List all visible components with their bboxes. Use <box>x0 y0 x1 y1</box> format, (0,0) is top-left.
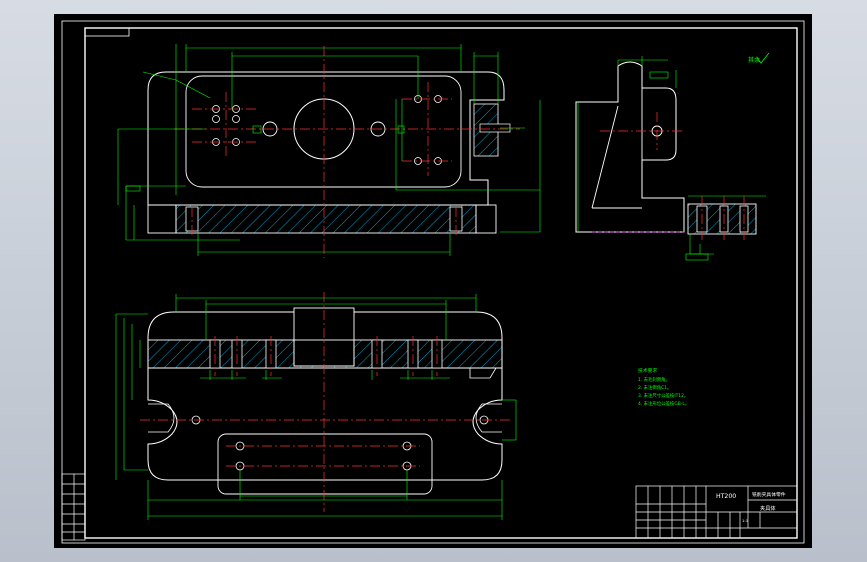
notes-line-2: 2. 未注倒角C1。 <box>638 384 671 391</box>
side-view <box>575 56 766 261</box>
roughness-symbol: 其余 <box>748 52 770 64</box>
title-block-part-name: 铣削夹具体零件 <box>752 491 786 498</box>
notes-line-4: 4. 未注形位公差按GB-L。 <box>638 400 689 407</box>
title-block-drawing-name: 夹具体 <box>760 504 776 512</box>
front-view <box>117 44 541 258</box>
title-block-scale: 1:1 <box>742 518 749 523</box>
outer-border <box>61 20 805 544</box>
svg-text:其余: 其余 <box>748 56 760 64</box>
drawing-number-box <box>84 27 130 37</box>
inner-border <box>84 27 798 539</box>
notes-title: 技术要求 <box>638 367 657 374</box>
notes-line-3: 3. 未注尺寸公差按IT12。 <box>638 392 688 399</box>
notes-line-1: 1. 去毛刺倒角。 <box>638 376 670 383</box>
revision-block <box>61 473 86 541</box>
title-block <box>635 485 798 539</box>
drawing-paper <box>54 14 812 548</box>
top-view <box>115 292 517 520</box>
title-block-material: HT200 <box>716 493 736 500</box>
technical-notes: 技术要求 1. 去毛刺倒角。 2. 未注倒角C1。 3. 未注尺寸公差按IT12… <box>638 367 689 407</box>
